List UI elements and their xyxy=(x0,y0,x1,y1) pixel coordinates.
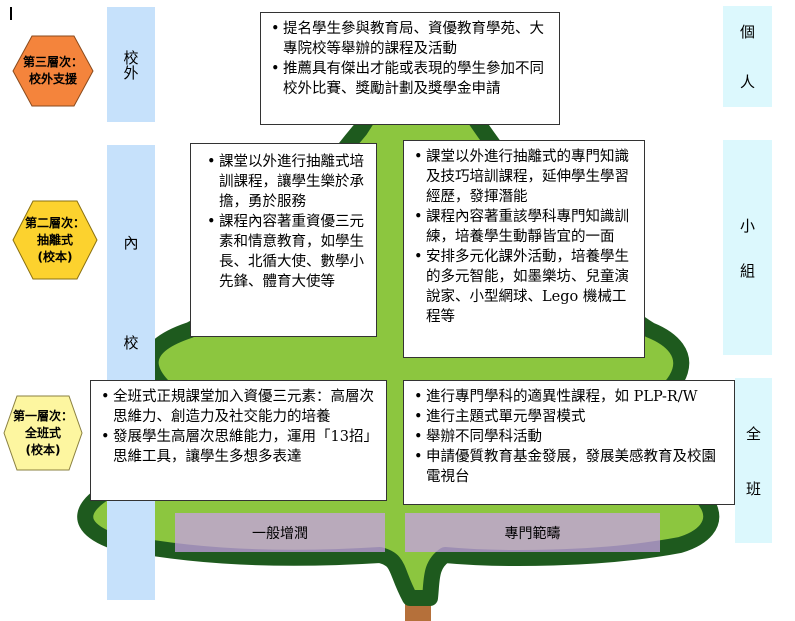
box-whole-class-general: 全班式正規課堂加入資優三元素：高層次思維力、創造力及社交能力的培養發展學生高層次… xyxy=(90,380,387,501)
label-group-2: 組 xyxy=(738,262,756,278)
level-1-extra: (校本) xyxy=(25,442,61,457)
label-group-1: 小 xyxy=(738,217,756,233)
box-pullout-specialized: 課堂以外進行抽離式的專門知識及技巧培訓課程，延伸學生學習經歷，發揮潛能課程內容著… xyxy=(403,140,645,358)
list-item: 課堂以外進行抽離式的專門知識及技巧培訓課程，延伸學生學習經歷，發揮潛能 xyxy=(414,147,636,207)
text-cursor xyxy=(10,7,12,20)
level-3-sub: 校外支援 xyxy=(28,72,77,86)
band-specialized-label: 專門範疇 xyxy=(504,525,561,542)
column-inside-school: 內 校 xyxy=(107,145,155,600)
box-whole-class-specialized: 進行專門學科的適異性課程，如 PLP-R/W進行主題式單元學習模式舉辦不同學科活… xyxy=(403,380,735,505)
label-outside-school: 校外 xyxy=(121,49,140,80)
list-item: 進行主題式單元學習模式 xyxy=(414,407,726,427)
level-3-hexagon: 第三層次： 校外支援 xyxy=(12,35,94,107)
level-2-sub: 抽離式 xyxy=(36,232,73,247)
label-class-2: 班 xyxy=(744,480,762,496)
box-outside-support: 提名學生參與教育局、資優教育學苑、大專院校等舉辦的課程及活動推薦具有傑出才能或表… xyxy=(260,12,560,125)
list-item: 發展學生高層次思維能力，運用「13招」思維工具，讓學生多想多表達 xyxy=(101,427,378,467)
list-item: 安排多元化課外活動，培養學生的多元智能，如墨樂坊、兒童演說家、小型網球、Lego… xyxy=(414,247,636,327)
column-whole-class: 全 班 xyxy=(735,378,772,543)
column-individual: 個 人 xyxy=(723,6,772,107)
list-item: 課程內容著重資優三元素和情意教育，如學生長、北循大使、數學小先鋒、體育大使等 xyxy=(207,212,368,292)
level-1-title: 第一層次： xyxy=(12,408,73,423)
label-class-1: 全 xyxy=(744,425,762,441)
level-2-hexagon: 第二層次： 抽離式 (校本) xyxy=(12,200,98,280)
list-item: 舉辦不同學科活動 xyxy=(414,427,726,447)
level-1-hexagon: 第一層次： 全班式 (校本) xyxy=(3,395,83,471)
list-item: 申請優質教育基金發展，發展美感教育及校園電視台 xyxy=(414,447,726,487)
column-group: 小 組 xyxy=(723,140,772,355)
list-item: 課堂以外進行抽離式培訓課程，讓學生樂於承擔，勇於服務 xyxy=(207,152,368,212)
label-school: 校 xyxy=(121,335,140,350)
list-item: 提名學生參與教育局、資優教育學苑、大專院校等舉辦的課程及活動 xyxy=(271,19,551,59)
label-inside: 內 xyxy=(121,235,140,250)
column-outside-school: 校外 xyxy=(107,7,155,122)
label-individual-1: 個 xyxy=(738,23,756,39)
level-3-title: 第三層次： xyxy=(22,55,83,69)
band-general-enrichment: 一般增潤 xyxy=(175,513,385,552)
level-1-sub: 全班式 xyxy=(24,425,61,440)
band-specialized-area: 專門範疇 xyxy=(405,513,660,552)
box-pullout-general: 課堂以外進行抽離式培訓課程，讓學生樂於承擔，勇於服務課程內容著重資優三元素和情意… xyxy=(190,143,377,337)
list-item: 全班式正規課堂加入資優三元素：高層次思維力、創造力及社交能力的培養 xyxy=(101,387,378,427)
band-general-label: 一般增潤 xyxy=(252,525,308,542)
list-item: 課程內容著重該學科專門知識訓練，培養學生動靜皆宜的一面 xyxy=(414,207,636,247)
level-2-extra: (校本) xyxy=(37,249,73,264)
level-2-title: 第二層次： xyxy=(24,215,85,230)
list-item: 推薦具有傑出才能或表現的學生參加不同校外比賽、獎勵計劃及獎學金申請 xyxy=(271,59,551,99)
list-item: 進行專門學科的適異性課程，如 PLP-R/W xyxy=(414,387,726,407)
label-individual-2: 人 xyxy=(738,74,756,90)
